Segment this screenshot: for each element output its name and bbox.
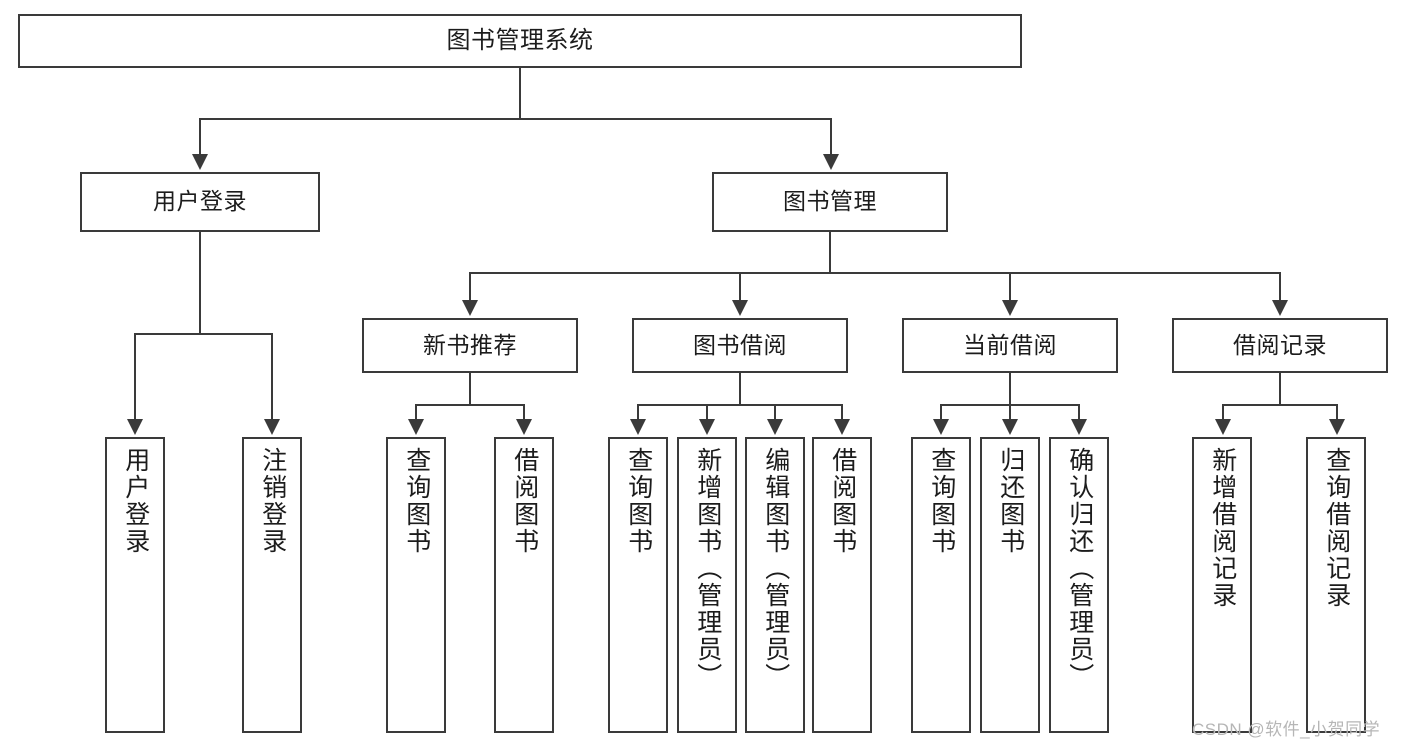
connector-borrow-record-stem [1279,373,1281,404]
node-leaf-add-record[interactable]: 新增借阅记录 [1192,437,1252,733]
node-borrow-record[interactable]: 借阅记录 [1172,318,1388,373]
node-book-manage-label: 图书管理 [783,188,877,215]
connector-new-book-to-leaf2 [523,404,525,421]
node-new-book-recommend-label: 新书推荐 [423,331,517,358]
connector-book-manage-bar [469,272,1280,274]
arrow-cb-to-leaf3 [1071,419,1087,435]
node-leaf-query-book-3-label: 查询图书 [927,447,956,555]
node-current-borrow-label: 当前借阅 [963,331,1057,358]
node-root-label: 图书管理系统 [446,26,594,54]
arrow-new-book-to-leaf2 [516,419,532,435]
connector-new-book-bar [415,404,524,406]
node-leaf-query-book-2[interactable]: 查询图书 [608,437,668,733]
arrow-user-login-to-leaf2 [264,419,280,435]
arrow-cb-to-leaf2 [1002,419,1018,435]
arrow-br-to-leaf1 [1215,419,1231,435]
arrow-bb-to-leaf3 [767,419,783,435]
node-leaf-confirm-return-label: 确认归还（管理员） [1065,447,1094,690]
connector-cb-to-leaf3 [1078,404,1080,421]
connector-user-login-bar [134,333,272,335]
connector-current-borrow-stem [1009,373,1011,404]
arrow-new-book-to-leaf1 [408,419,424,435]
connector-cb-to-leaf1 [940,404,942,421]
arrow-bm-to-current-borrow [1002,300,1018,316]
connector-bm-to-current-borrow [1009,272,1011,302]
connector-root-to-book-manage [830,118,832,156]
node-leaf-user-login-label: 用户登录 [121,447,150,555]
connector-book-borrow-bar [637,404,842,406]
connector-bb-to-leaf1 [637,404,639,421]
node-leaf-borrow-book-1[interactable]: 借阅图书 [494,437,554,733]
node-book-borrow-label: 图书借阅 [693,331,787,358]
node-leaf-add-record-label: 新增借阅记录 [1208,447,1237,609]
node-leaf-edit-book[interactable]: 编辑图书（管理员） [745,437,805,733]
node-book-manage[interactable]: 图书管理 [712,172,948,232]
connector-new-book-to-leaf1 [415,404,417,421]
node-leaf-borrow-book-2[interactable]: 借阅图书 [812,437,872,733]
connector-user-login-to-leaf1 [134,333,136,421]
csdn-watermark: CSDN @软件_小贺同学 [1192,720,1381,739]
arrow-bb-to-leaf1 [630,419,646,435]
connector-root-to-user-login [199,118,201,156]
node-book-borrow[interactable]: 图书借阅 [632,318,848,373]
node-leaf-user-logout[interactable]: 注销登录 [242,437,302,733]
node-root[interactable]: 图书管理系统 [18,14,1022,68]
node-leaf-borrow-book-1-label: 借阅图书 [510,447,539,555]
connector-borrow-record-bar [1222,404,1337,406]
arrow-bm-to-borrow-record [1272,300,1288,316]
node-leaf-add-book-label: 新增图书（管理员） [693,447,722,690]
node-leaf-user-login[interactable]: 用户登录 [105,437,165,733]
arrow-user-login-to-leaf1 [127,419,143,435]
node-leaf-query-book-1[interactable]: 查询图书 [386,437,446,733]
connector-bb-to-leaf4 [841,404,843,421]
node-leaf-return-book-label: 归还图书 [996,447,1025,555]
arrow-bb-to-leaf2 [699,419,715,435]
connector-root-stem [519,68,521,118]
arrow-bb-to-leaf4 [834,419,850,435]
node-leaf-user-logout-label: 注销登录 [258,447,287,555]
node-leaf-edit-book-label: 编辑图书（管理员） [761,447,790,690]
node-leaf-query-book-2-label: 查询图书 [624,447,653,555]
node-user-login[interactable]: 用户登录 [80,172,320,232]
connector-bb-to-leaf3 [774,404,776,421]
node-leaf-query-record[interactable]: 查询借阅记录 [1306,437,1366,733]
node-leaf-query-record-label: 查询借阅记录 [1322,447,1351,609]
arrow-bm-to-book-borrow [732,300,748,316]
node-borrow-record-label: 借阅记录 [1233,331,1327,358]
arrow-cb-to-leaf1 [933,419,949,435]
node-current-borrow[interactable]: 当前借阅 [902,318,1118,373]
connector-root-bar [199,118,831,120]
node-leaf-add-book[interactable]: 新增图书（管理员） [677,437,737,733]
node-leaf-borrow-book-2-label: 借阅图书 [828,447,857,555]
arrow-root-to-user-login [192,154,208,170]
node-leaf-query-book-3[interactable]: 查询图书 [911,437,971,733]
connector-user-login-stem [199,232,201,333]
connector-bb-to-leaf2 [706,404,708,421]
connector-br-to-leaf2 [1336,404,1338,421]
arrow-root-to-book-manage [823,154,839,170]
connector-bm-to-borrow-record [1279,272,1281,302]
connector-user-login-to-leaf2 [271,333,273,421]
connector-bm-to-book-borrow [739,272,741,302]
arrow-br-to-leaf2 [1329,419,1345,435]
connector-new-book-stem [469,373,471,404]
arrow-bm-to-new-book [462,300,478,316]
connector-book-manage-stem [829,232,831,272]
node-leaf-confirm-return[interactable]: 确认归还（管理员） [1049,437,1109,733]
node-leaf-query-book-1-label: 查询图书 [402,447,431,555]
node-user-login-label: 用户登录 [153,188,247,215]
node-leaf-return-book[interactable]: 归还图书 [980,437,1040,733]
connector-bm-to-new-book [469,272,471,302]
node-new-book-recommend[interactable]: 新书推荐 [362,318,578,373]
connector-br-to-leaf1 [1222,404,1224,421]
connector-book-borrow-stem [739,373,741,404]
connector-cb-to-leaf2 [1009,404,1011,421]
